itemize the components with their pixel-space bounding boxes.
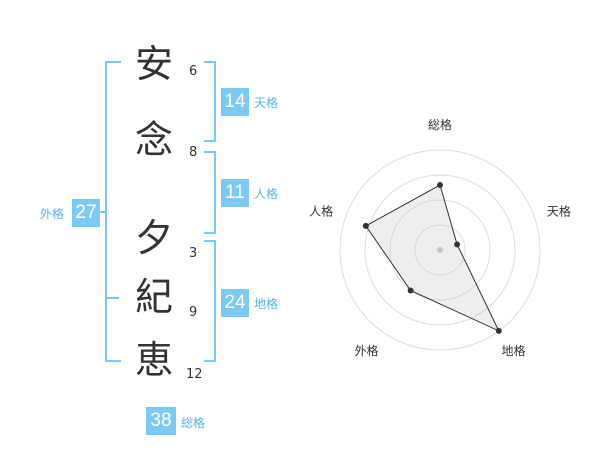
chikaku-bracket xyxy=(204,240,216,362)
stroke-count-5: 12 xyxy=(186,367,203,382)
radar-polygon xyxy=(365,184,500,332)
radar-axis-label-4: 人格 xyxy=(309,203,333,218)
gaikaku-bracket-tick xyxy=(105,297,119,299)
jinkaku-label: 人格 xyxy=(254,187,279,201)
radar-point-2 xyxy=(495,327,502,334)
stroke-count-3: 3 xyxy=(189,246,198,261)
name-char-3: 夕 xyxy=(134,216,173,260)
radar-ring-3 xyxy=(364,174,516,326)
radar-ring-1 xyxy=(414,224,466,276)
tenkaku-label: 天格 xyxy=(254,96,279,110)
jinkaku-bracket xyxy=(204,151,216,234)
radar-point-0 xyxy=(437,182,443,188)
jinkaku-badge: 11 xyxy=(221,179,249,207)
soukaku-label: 総格 xyxy=(181,416,206,430)
gaikaku-bracket-connector xyxy=(99,211,107,213)
radar-point-1 xyxy=(454,241,461,248)
stroke-count-2: 8 xyxy=(189,145,198,160)
name-char-5: 恵 xyxy=(134,338,173,382)
radar-axis-label-2: 地格 xyxy=(501,343,525,358)
tenkaku-badge: 14 xyxy=(221,88,249,116)
radar-axis-label-0: 総格 xyxy=(428,117,452,132)
tenkaku-bracket xyxy=(204,61,216,142)
gaikaku-label: 外格 xyxy=(40,207,65,221)
radar-ring-2 xyxy=(389,199,491,301)
radar-rings xyxy=(339,149,541,351)
radar-center-dot xyxy=(437,247,443,253)
radar-point-4 xyxy=(362,222,369,229)
soukaku-badge: 38 xyxy=(146,407,176,435)
gaikaku-badge: 27 xyxy=(72,199,100,227)
name-char-1: 安 xyxy=(134,42,173,86)
name-char-4: 紀 xyxy=(134,275,173,319)
radar-axis-label-3: 外格 xyxy=(354,343,378,358)
name-char-2: 念 xyxy=(134,118,173,162)
radar-point-3 xyxy=(407,287,414,294)
chikaku-label: 地格 xyxy=(254,297,279,311)
chikaku-badge: 24 xyxy=(221,289,249,317)
radar-shape xyxy=(362,182,502,334)
radar-ring-4 xyxy=(339,149,541,351)
stroke-count-1: 6 xyxy=(189,64,198,79)
radar-axis-label-1: 天格 xyxy=(547,203,571,218)
stroke-count-4: 9 xyxy=(189,305,198,320)
